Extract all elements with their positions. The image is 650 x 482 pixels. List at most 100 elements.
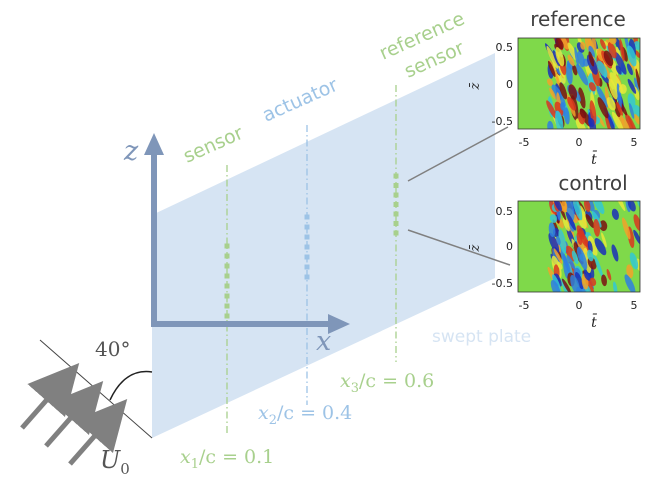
control-field-streak (570, 274, 581, 292)
reference-field-streak (625, 112, 635, 129)
control-field-streak (550, 279, 561, 292)
control-field-streak (626, 264, 634, 279)
reference-field-streak (588, 82, 596, 92)
reference-dot (393, 211, 399, 217)
control-field-streak (635, 201, 640, 212)
control-field-streak (633, 214, 640, 231)
reference-field-streak (619, 38, 625, 62)
reference-field-streak (612, 58, 619, 76)
reference-field-streak (634, 77, 639, 93)
control-plot-title: control (558, 171, 627, 195)
reference-field-streak (597, 97, 609, 119)
reference-field-streak (578, 87, 586, 109)
reference-field-streak (560, 102, 565, 111)
control-field-streak (572, 201, 583, 221)
reference-field-streak (607, 42, 617, 59)
x-axis-label: x (316, 326, 331, 357)
control-field-streak (566, 255, 576, 270)
reference-dot (393, 173, 399, 179)
control-field-streak (593, 218, 601, 237)
reference-field-streak (626, 45, 637, 67)
reference-field-streak (567, 54, 575, 67)
control-field-streak (629, 252, 639, 270)
control-ylabel: z̄ (468, 244, 483, 252)
actuator-dot (304, 244, 310, 250)
reference-ytick-mid: 0 (506, 78, 513, 91)
reference-field-streak (576, 64, 589, 86)
reference-field-streak (590, 38, 597, 51)
control-field-streak (589, 277, 597, 287)
sensor-dot (224, 303, 230, 309)
reference-field-streak (552, 50, 561, 67)
reference-field-streak (575, 118, 587, 129)
control-field-streak (592, 201, 605, 214)
reference-plot: reference 0.5 0 -0.5 z̄ -5 0 5 t̄ (468, 7, 641, 168)
reference-field-streak (555, 47, 565, 67)
control-field (547, 201, 640, 292)
reference-field-streak (611, 111, 624, 129)
control-field-streak (624, 274, 636, 292)
reference-field-streak (568, 84, 578, 100)
control-field-streak (588, 235, 598, 256)
reference-field-streak (614, 52, 627, 75)
control-field-streak (601, 232, 607, 248)
control-field-streak (549, 214, 558, 223)
sensor-array (224, 243, 230, 319)
control-xtick-right: 5 (631, 299, 638, 312)
reference-field-streak (572, 64, 578, 76)
control-field-streak (562, 217, 570, 232)
reference-field-streak (618, 84, 627, 94)
reference-field-streak (574, 46, 579, 67)
reference-field-streak (615, 65, 622, 75)
reference-field-streak (608, 78, 618, 100)
angle-arc (109, 370, 153, 401)
x2-position-label: x2/c = 0.4 (258, 402, 352, 428)
x3-position-label: x3/c = 0.6 (340, 370, 434, 396)
freestream-arrow (44, 380, 104, 448)
control-ytick-bottom: -0.5 (492, 277, 513, 290)
control-field-streak (578, 229, 589, 248)
control-field-streak (594, 238, 607, 256)
control-field-streak (627, 201, 636, 212)
reference-field-streak (603, 50, 614, 67)
control-field-streak (557, 261, 563, 270)
angle-label: 40° (95, 337, 130, 361)
reference-xlabel: t̄ (591, 150, 598, 168)
reference-field-streak (546, 100, 557, 119)
control-field-streak (562, 253, 571, 273)
reference-field-streak (588, 45, 595, 59)
swept-plate (152, 53, 495, 438)
reference-field-streak (580, 41, 586, 50)
control-ytick-mid: 0 (506, 240, 513, 253)
control-field-streak (553, 201, 562, 212)
z-axis-label: z (123, 136, 139, 167)
control-field-streak (611, 208, 619, 220)
reference-ytick-bottom: -0.5 (492, 115, 513, 128)
control-field-streak (587, 249, 594, 262)
x-axis-arrowhead (328, 314, 350, 334)
reference-field-streak (567, 42, 578, 61)
reference-field-streak (547, 60, 556, 77)
control-field-streak (601, 274, 607, 287)
reference-field-streak (555, 38, 569, 50)
z-axis-arrowhead (144, 133, 164, 155)
reference-field-streak (588, 51, 595, 67)
actuator-dot (304, 254, 310, 260)
reference-field-streak (632, 104, 640, 117)
actuator-dot (304, 224, 310, 230)
reference-field-streak (547, 120, 554, 129)
connector-reference (407, 126, 509, 182)
control-field-streak (560, 201, 568, 213)
control-field-streak (633, 229, 640, 245)
control-field-streak (585, 214, 595, 228)
reference-field-streak (606, 112, 616, 129)
reference-xtick-right: 5 (631, 136, 638, 149)
reference-plot-title: reference (530, 7, 626, 31)
reference-ylabel: z̄ (468, 82, 483, 90)
control-field-streak (613, 281, 618, 292)
reference-field-streak (604, 114, 611, 129)
control-xtick-left: -5 (519, 299, 530, 312)
reference-field-streak (596, 60, 608, 78)
